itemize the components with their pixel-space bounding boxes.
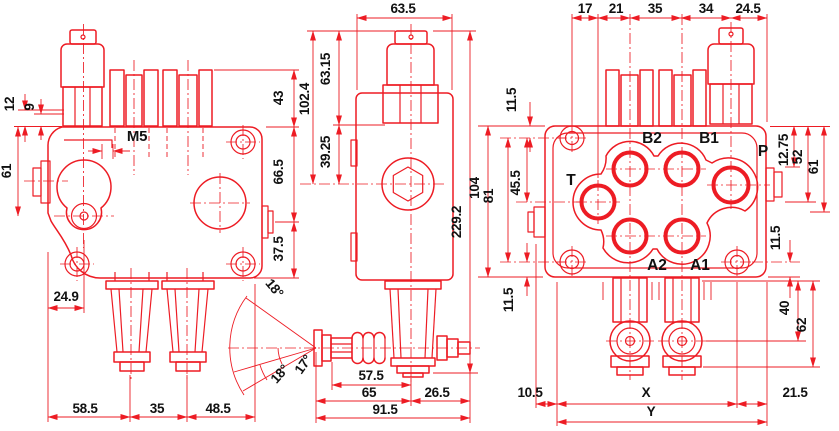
thread-m5: M5 (127, 128, 147, 145)
dim-21-5: 21.5 (782, 385, 808, 400)
dim-24-5: 24.5 (735, 1, 761, 16)
port-label-b2: B2 (642, 130, 662, 147)
dim-35b: 35 (648, 1, 663, 16)
dim-104: 104 (467, 176, 482, 198)
dim-21: 21 (609, 1, 624, 16)
dim-81: 81 (481, 188, 496, 203)
relief-boss (56, 159, 112, 231)
dim-48-5: 48.5 (205, 401, 231, 416)
relief-valve-front (60, 29, 105, 127)
spool-boots-front (105, 280, 215, 372)
dim-11-5-right: 11.5 (768, 225, 783, 250)
dim-34: 34 (699, 1, 714, 16)
dim-37-5: 37.5 (271, 236, 286, 262)
hex-plug-circle (381, 157, 435, 211)
side-view (228, 14, 582, 423)
dim-43: 43 (271, 90, 286, 105)
dimensions-front (14, 69, 299, 422)
port-boss-outline (572, 140, 759, 265)
dim-229-2: 229.2 (449, 206, 464, 238)
valve-body-front (47, 126, 263, 279)
dim-9: 9 (22, 103, 37, 110)
dim-24-9: 24.9 (53, 289, 78, 304)
extension-comb (602, 282, 712, 300)
dim-26-5: 26.5 (424, 385, 450, 400)
dim-63-5: 63.5 (390, 1, 416, 16)
spool-boots-ports (606, 277, 706, 376)
centerlines-front (24, 24, 260, 380)
port-label-a1: A1 (690, 257, 710, 274)
dim-91-5: 91.5 (372, 402, 398, 417)
dim-11-5-bottom: 11.5 (501, 287, 516, 312)
dim-17: 17 (578, 1, 592, 16)
dim-40: 40 (777, 301, 792, 315)
side-port-plug-p (765, 167, 783, 202)
dim-39-25: 39.25 (318, 135, 333, 168)
dim-12-75: 12.75 (776, 133, 791, 166)
dim-10-5: 10.5 (517, 385, 543, 400)
port-label-t: T (566, 172, 576, 189)
spool-caps-front (109, 69, 213, 127)
port-label-p: P (758, 143, 768, 160)
dimensions-side (307, 14, 582, 423)
ports (579, 150, 751, 255)
port-centerlines (576, 161, 770, 237)
port-face-view (518, 14, 830, 426)
dimension-labels: 12 9 61 M5 24.9 58.5 35 48.5 43 66.5 37.5 63.5 63.15… (0, 1, 821, 419)
valve-body-side (355, 92, 454, 281)
side-port-plug-right (261, 205, 274, 239)
dim-58-5: 58.5 (72, 401, 98, 416)
dim-102-4: 102.4 (297, 82, 312, 115)
spool-caps-ports (605, 69, 707, 127)
port-label-a2: A2 (647, 257, 667, 274)
dim-52: 52 (790, 150, 805, 164)
dim-12: 12 (2, 97, 17, 111)
hex-plug (392, 166, 424, 202)
angle-18-down: 18° (268, 362, 292, 387)
dim-61b: 61 (806, 159, 821, 174)
side-port-plug-left (32, 160, 51, 204)
angle-17: 17° (292, 352, 315, 377)
bolt-hole (64, 129, 256, 277)
dim-65: 65 (362, 385, 377, 400)
port-label-b1: B1 (699, 130, 719, 147)
bolt-hole (556, 122, 753, 278)
dimensions-ports (518, 14, 830, 426)
dim-57-5: 57.5 (358, 368, 384, 383)
relief-valve-side (382, 30, 439, 124)
dim-11-5-top: 11.5 (504, 87, 519, 112)
lever-angle-arcs (229, 295, 317, 396)
dim-x: X (642, 385, 651, 400)
centerlines-side (228, 24, 480, 385)
dim-61: 61 (0, 163, 14, 178)
front-view (14, 24, 299, 422)
spool-boot-side (384, 280, 442, 378)
dim-35: 35 (150, 401, 165, 416)
dim-63-15: 63.15 (318, 52, 333, 85)
dim-y: Y (647, 404, 656, 419)
angle-18-up: 18° (262, 276, 286, 301)
dim-62: 62 (794, 318, 809, 332)
dim-45-5: 45.5 (508, 170, 523, 196)
side-port-plug-t (527, 206, 546, 238)
dim-66-5: 66.5 (271, 159, 286, 185)
